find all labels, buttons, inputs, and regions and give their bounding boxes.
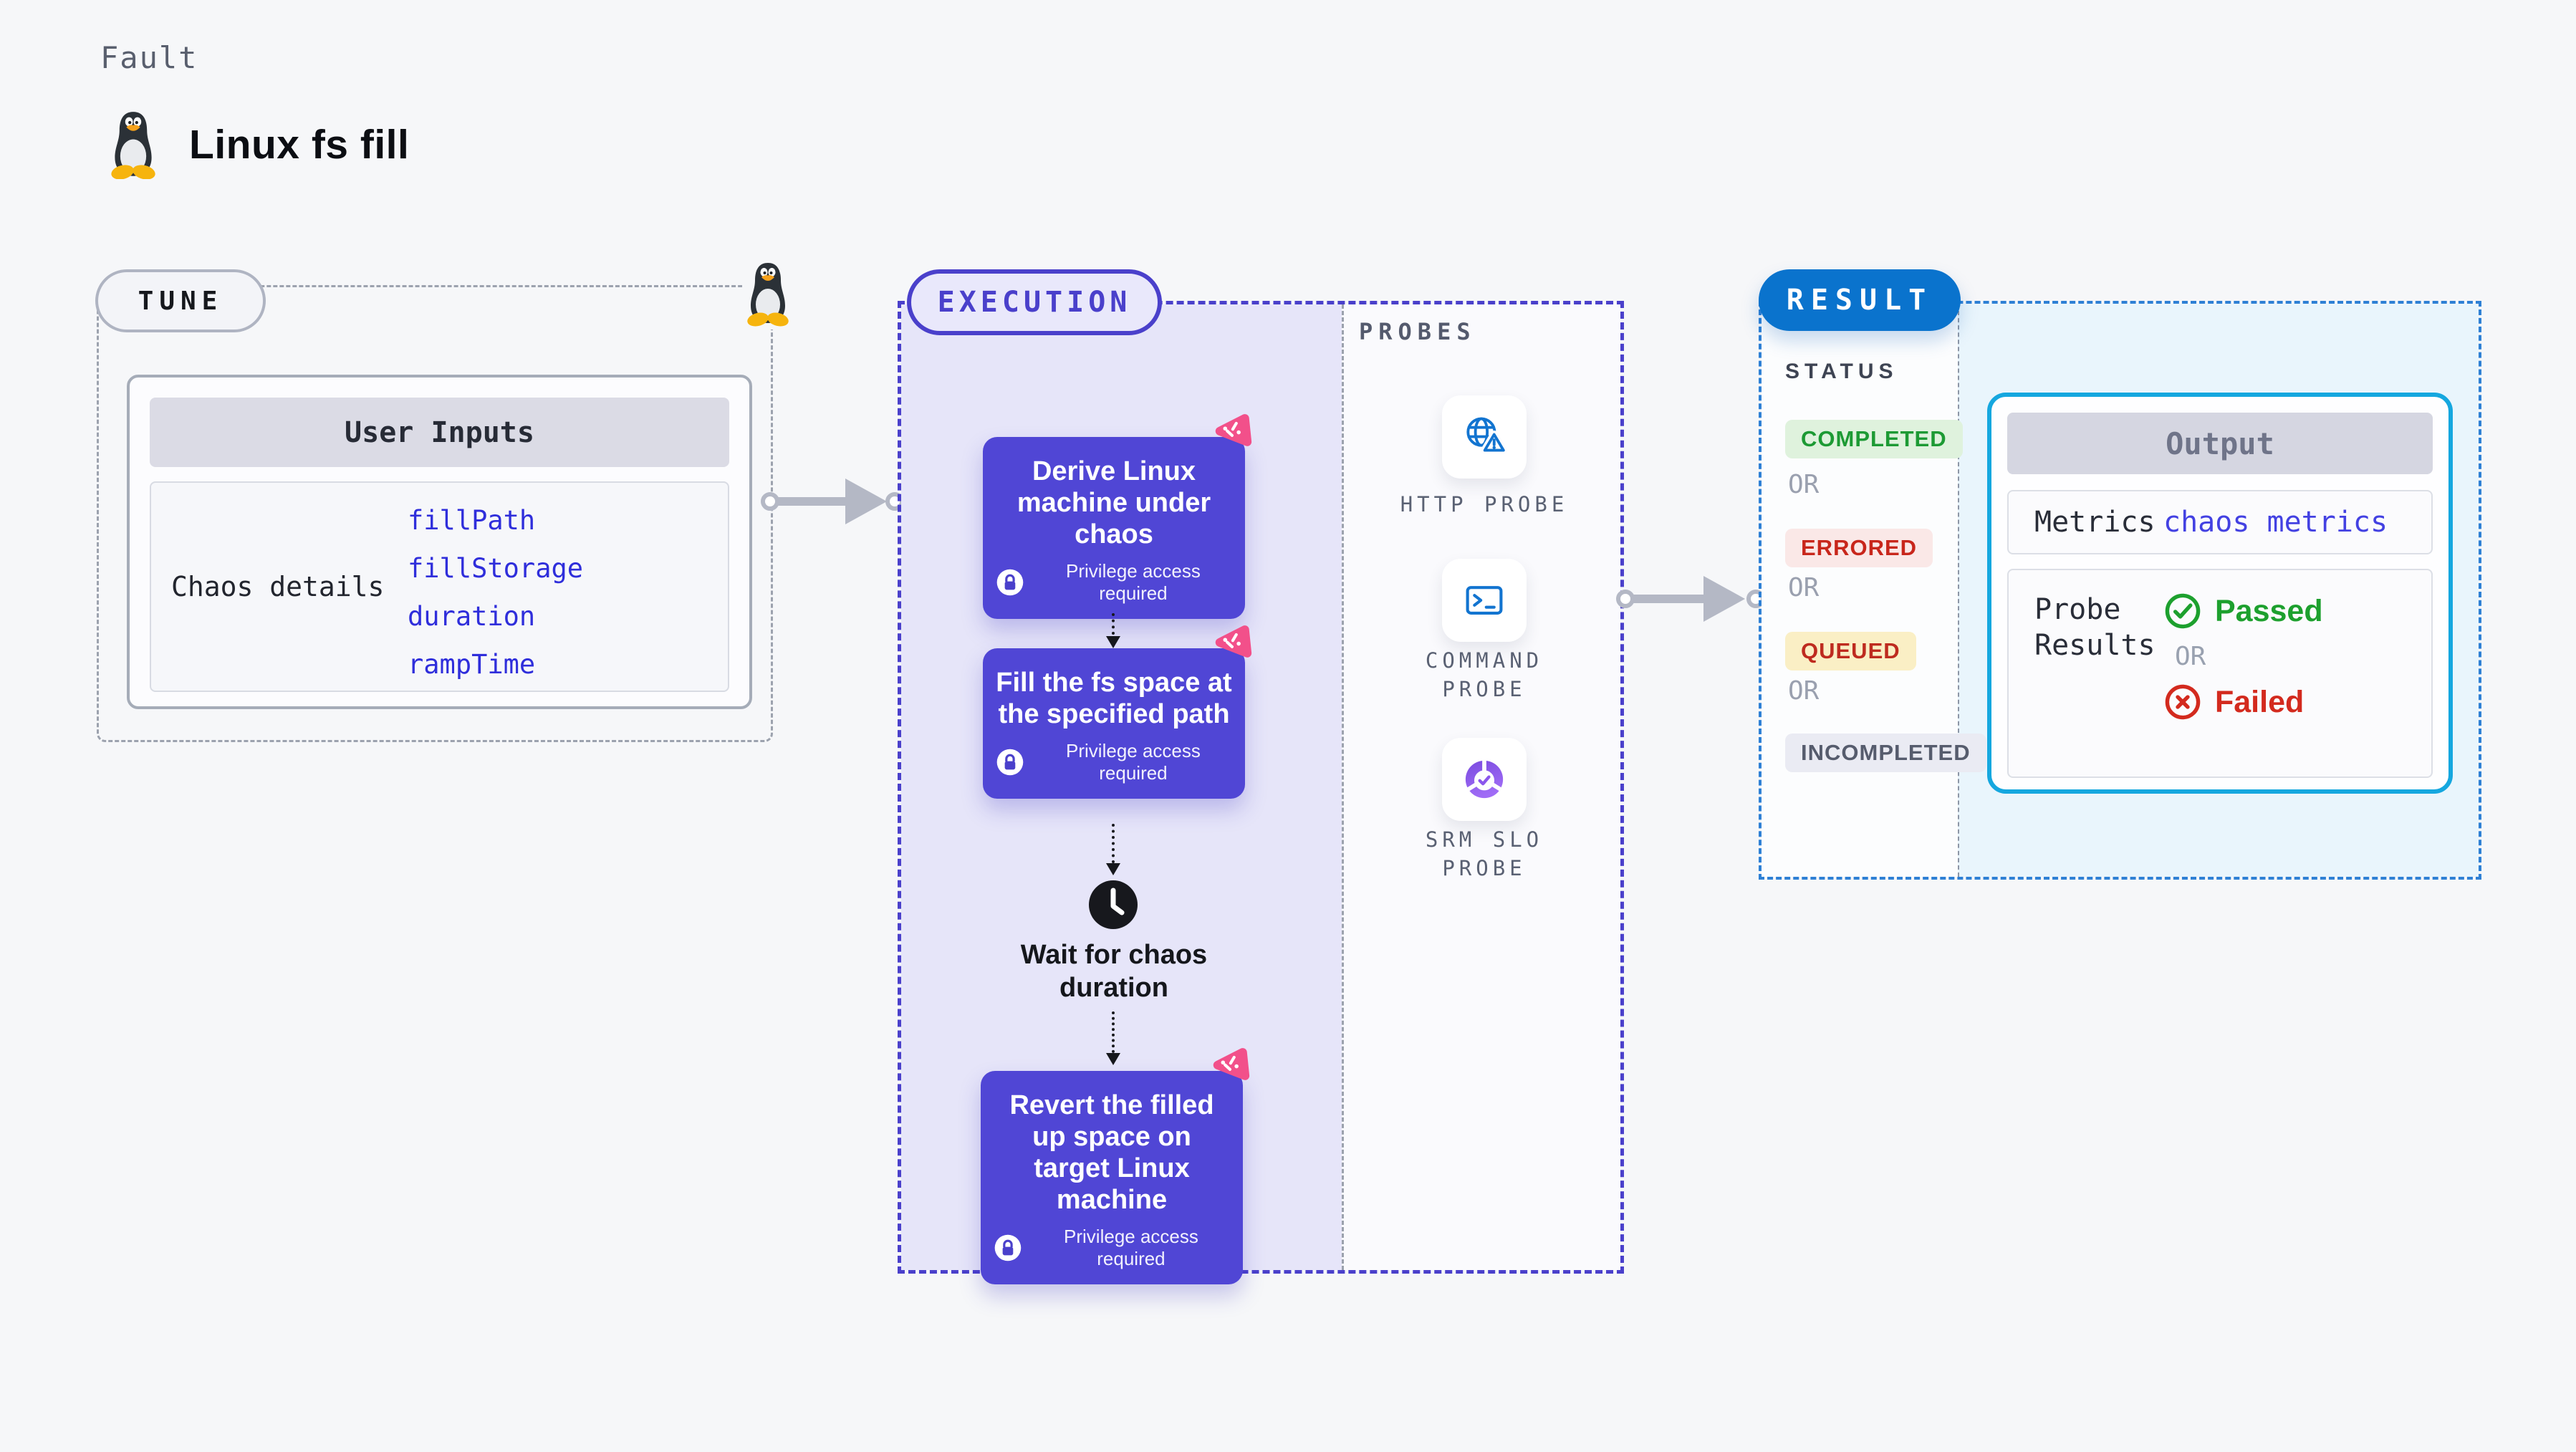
or-separator: OR: [2175, 642, 2206, 671]
input-link-duration[interactable]: duration: [408, 601, 536, 632]
wait-label: Wait for chaos duration: [1020, 940, 1208, 1003]
flow-arrow: [1112, 613, 1115, 635]
status-badge-queued: QUEUED: [1785, 632, 1916, 670]
result-badge: RESULT: [1759, 269, 1961, 331]
srm-slo-probe-label: SRM SLO PROBE: [1425, 827, 1544, 880]
connector-dot: [761, 492, 779, 511]
http-probe-card: [1442, 395, 1527, 479]
chaos-step-icon: [1211, 413, 1252, 454]
probe-results-row: Probe Results Passed OR Failed: [2007, 569, 2433, 778]
command-probe-label: COMMAND PROBE: [1425, 648, 1544, 701]
probe-results-label: Probe Results: [2034, 593, 2156, 662]
connector-dot: [1616, 590, 1635, 608]
or-separator: OR: [1788, 573, 1820, 602]
privilege-note: Privilege access required: [1064, 1226, 1198, 1269]
execution-badge-label: EXECUTION: [937, 286, 1132, 319]
input-link-fillpath[interactable]: fillPath: [408, 505, 536, 536]
connector-arrowhead: [845, 479, 887, 524]
step-card-derive: Derive Linux machine under chaos Privile…: [983, 437, 1245, 619]
passed-result: Passed: [2163, 592, 2323, 630]
failed-label: Failed: [2215, 684, 2305, 719]
flow-arrowhead: [1106, 863, 1120, 875]
step-title: Derive Linux machine under chaos: [1017, 456, 1211, 549]
command-probe-card: [1442, 559, 1527, 642]
passed-label: Passed: [2215, 593, 2323, 628]
input-links: fillPath fillStorage duration rampTime: [408, 483, 583, 691]
lock-icon: [996, 568, 1024, 597]
check-circle-icon: [2163, 592, 2202, 630]
privilege-note: Privilege access required: [1066, 740, 1201, 784]
connector-arrowhead: [1703, 576, 1745, 622]
tune-section: [97, 285, 773, 742]
metrics-label: Metrics: [2034, 506, 2156, 539]
page-title-row: Linux fs fill: [105, 110, 409, 179]
user-inputs-title: User Inputs: [345, 415, 534, 449]
slo-donut-check-icon: [1461, 756, 1508, 803]
privilege-note: Privilege access required: [1066, 560, 1201, 604]
result-badge-label: RESULT: [1786, 284, 1933, 317]
step-card-fill: Fill the fs space at the specified path …: [983, 648, 1245, 799]
or-separator: OR: [1788, 470, 1820, 499]
user-inputs-body: Chaos details fillPath fillStorage durat…: [150, 481, 729, 692]
flow-arrowhead: [1106, 636, 1120, 648]
tux-penguin-icon: [110, 112, 157, 179]
status-badge-incompleted: INCOMPLETED: [1785, 734, 1986, 772]
chaos-details-label: Chaos details: [171, 571, 385, 602]
status-badge-completed: COMPLETED: [1785, 420, 1963, 458]
user-inputs-card: User Inputs Chaos details fillPath fillS…: [127, 375, 752, 709]
input-link-ramptime[interactable]: rampTime: [408, 649, 536, 680]
or-separator: OR: [1788, 676, 1820, 706]
status-column: [1762, 304, 1958, 877]
globe-alert-icon: [1461, 413, 1508, 461]
input-link-fillstorage[interactable]: fillStorage: [408, 553, 584, 584]
step-title: Revert the filled up space on target Lin…: [1009, 1090, 1214, 1215]
chaos-metrics-link[interactable]: chaos metrics: [2163, 506, 2388, 539]
execution-badge: EXECUTION: [907, 269, 1162, 335]
flow-arrow: [1112, 1011, 1115, 1053]
step-card-revert: Revert the filled up space on target Lin…: [981, 1071, 1243, 1284]
chaos-step-icon: [1208, 1047, 1250, 1088]
x-circle-icon: [2163, 683, 2202, 721]
lock-icon: [996, 748, 1024, 777]
page-title: Linux fs fill: [189, 122, 410, 168]
probes-heading: PROBES: [1359, 318, 1476, 345]
status-badge-errored: ERRORED: [1785, 529, 1933, 567]
connector-line: [1622, 595, 1703, 603]
metrics-row: Metrics chaos metrics: [2007, 490, 2433, 554]
step-title: Fill the fs space at the specified path: [996, 668, 1232, 729]
output-header-label: Output: [2166, 425, 2274, 461]
tux-penguin-icon-small: [742, 258, 794, 330]
tune-badge: TUNE: [95, 269, 266, 332]
output-card: Output Metrics chaos metrics Probe Resul…: [1987, 393, 2453, 794]
status-heading: STATUS: [1785, 360, 1898, 383]
connector-line: [766, 497, 845, 506]
output-header: Output: [2007, 413, 2433, 474]
flow-arrow: [1112, 824, 1115, 863]
lock-icon: [994, 1234, 1022, 1262]
http-probe-label: HTTP PROBE: [1400, 492, 1569, 516]
chaos-step-icon: [1211, 624, 1252, 665]
page-kicker: Fault: [100, 40, 198, 75]
failed-result: Failed: [2163, 683, 2323, 721]
srm-slo-probe-card: [1442, 738, 1527, 821]
flow-arrowhead: [1106, 1053, 1120, 1065]
terminal-icon: [1461, 577, 1508, 624]
tune-badge-label: TUNE: [138, 286, 224, 316]
user-inputs-header: User Inputs: [150, 398, 729, 467]
clock-icon: [1087, 879, 1139, 931]
